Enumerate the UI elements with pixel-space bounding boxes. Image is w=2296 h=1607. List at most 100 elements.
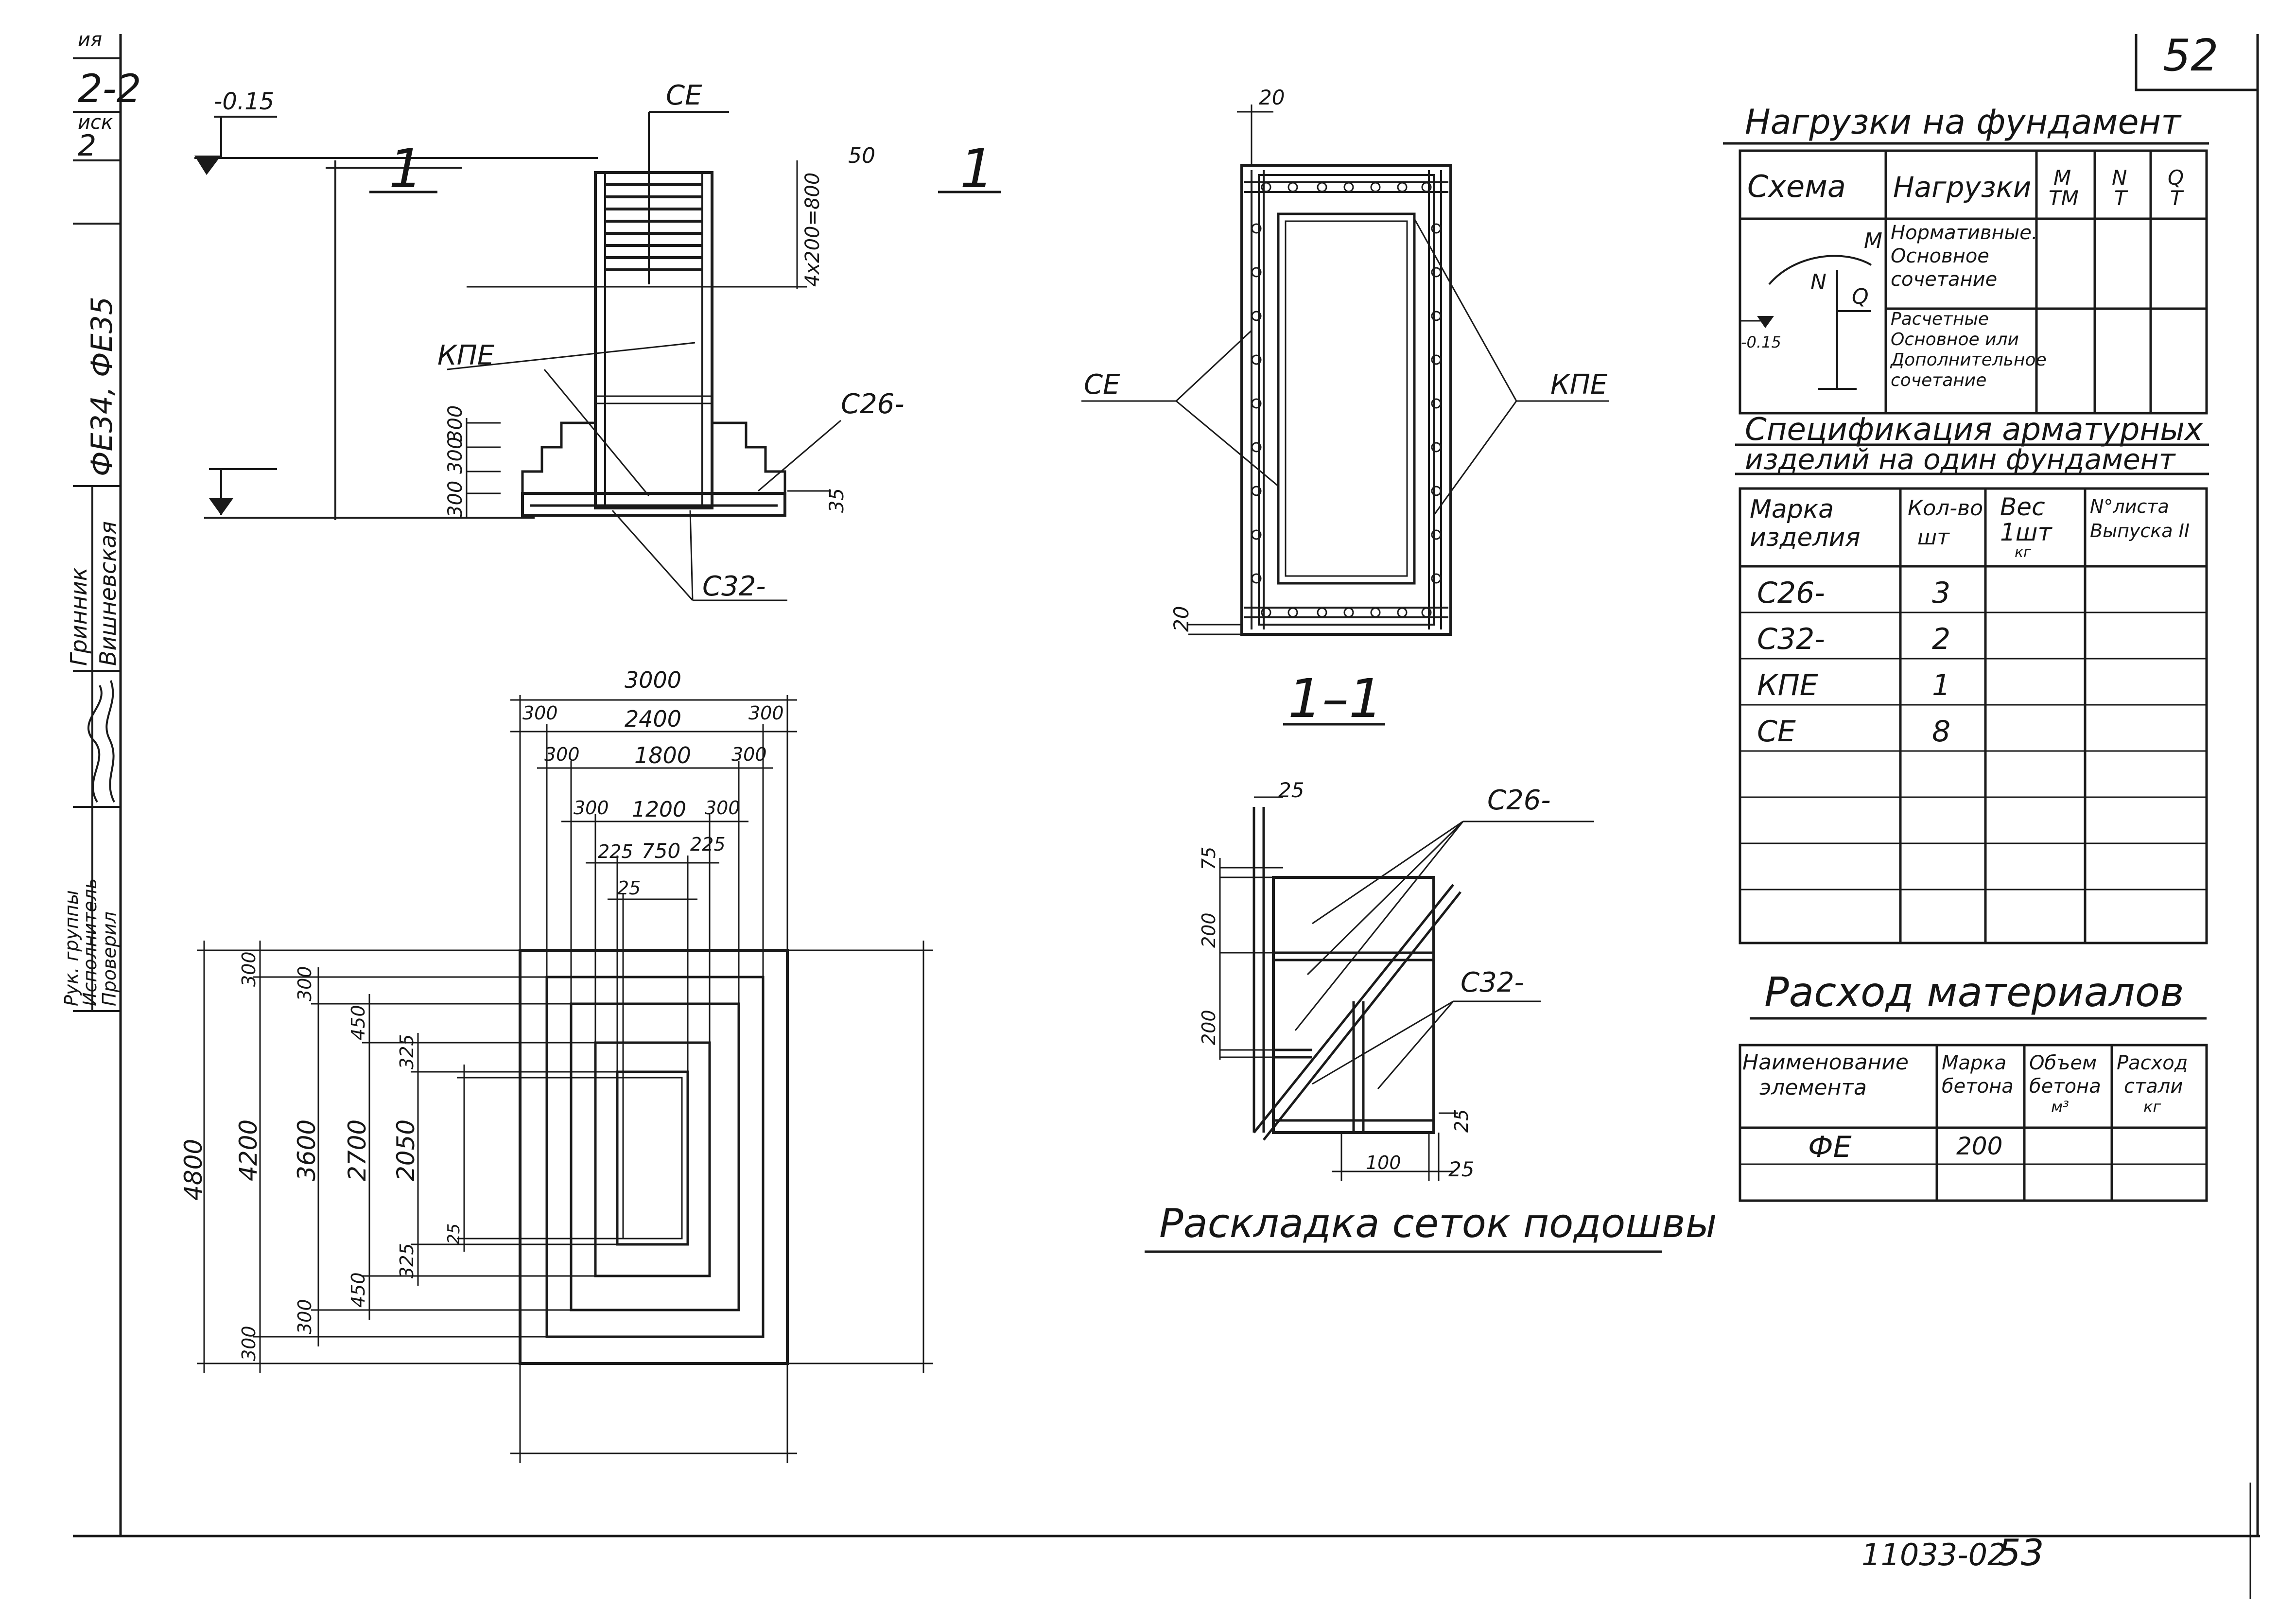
spec-header-weight: Вес 1шт кг — [2000, 493, 2060, 561]
scheme-label-level: -0.15 — [1741, 333, 1781, 351]
elevation-dim-4x200: 4х200=800 — [801, 173, 824, 287]
materials-header-grade: Марка бетона — [1942, 1052, 2014, 1098]
plan-dim-top-300f: 300 — [705, 797, 740, 819]
spec-row-4-mark: СЕ — [1757, 715, 1796, 749]
materials-row-1-grade: 200 — [1956, 1132, 2002, 1160]
mesh-dim-25-right: 25 — [1451, 1109, 1472, 1133]
loads-header-q: Q Т — [2168, 166, 2190, 210]
spec-header-weight-l1: Вес — [2000, 493, 2045, 521]
materials-header-grade-l1: Марка — [1942, 1052, 2006, 1074]
title-top-4: 2 — [78, 129, 96, 163]
plan-dim-4200: 4200 — [234, 1119, 262, 1181]
scheme-label-q: Q — [1852, 284, 1869, 309]
plan-dim-3600: 3600 — [293, 1119, 321, 1181]
loads-table: Нагрузки на фундамент Схема Нагрузки М Т… — [1723, 102, 2209, 415]
spec-header-mark-l1: Марка — [1750, 495, 1834, 524]
mesh-dim-200b: 200 — [1198, 1010, 1219, 1045]
plan-dim-450b: 450 — [348, 1272, 369, 1308]
spec-title-2: изделий на один фундамент — [1745, 443, 2176, 476]
spec-row-2-qty: 2 — [1932, 622, 1950, 656]
signature-1 — [87, 685, 103, 803]
plan-dim-top-300b: 300 — [748, 702, 784, 724]
spec-row-1-mark: С26- — [1757, 576, 1825, 610]
section-dim-top-20: 20 — [1259, 86, 1285, 109]
title-role-2: Исполнитель — [79, 878, 101, 1006]
materials-header-grade-l2: бетона — [1942, 1075, 2014, 1098]
spec-row-4-qty: 8 — [1932, 715, 1950, 749]
spec-header-qty-l1: Кол-во — [1908, 496, 1983, 521]
mesh-layout: 25 75 200 200 25 100 25 С26- С32- Раскла… — [1145, 778, 1717, 1253]
spec-header-weight-l2: 1шт — [2000, 518, 2053, 546]
title-name-1: Гринник — [66, 567, 92, 666]
loads-row-1-l3: сочетание — [1891, 268, 1997, 291]
plan-dim-left-300c: 300 — [294, 1299, 315, 1334]
plan-dim-left-300d: 300 — [238, 1326, 260, 1361]
plan-dim-2050: 2050 — [392, 1119, 420, 1181]
mesh-dim-100: 100 — [1366, 1152, 1401, 1173]
loads-row-2-l4: сочетание — [1891, 370, 1986, 390]
title-role-1: Рук. группы — [61, 890, 82, 1006]
plan-dim-1200: 1200 — [632, 797, 686, 822]
plan-dim-4800: 4800 — [179, 1139, 208, 1201]
scheme-label-n: N — [1810, 270, 1826, 295]
title-name-2: Вишневская — [95, 521, 121, 666]
loads-row-2: Расчетные Основное или Дополнительное со… — [1890, 309, 2052, 390]
loads-header-m-unit: ТМ — [2049, 186, 2079, 210]
materials-header-volume-l1: Объем — [2029, 1052, 2097, 1074]
title-top-1: ия — [78, 29, 102, 51]
title-top-2: 2-2 — [78, 66, 141, 111]
level-label: -0.15 — [214, 88, 274, 115]
loads-header-m-top: М — [2053, 166, 2071, 190]
loads-row-1: Нормативные. Основное сочетание — [1891, 222, 2044, 291]
sheet-frame — [73, 34, 2260, 1599]
mesh-dim-200a: 200 — [1198, 912, 1219, 948]
spec-row-3-qty: 1 — [1932, 668, 1950, 702]
level-marker-top — [194, 156, 221, 175]
sheet-number: 53 — [1998, 1531, 2044, 1574]
plan-dim-top-300c: 300 — [544, 744, 580, 765]
title-role-3: Проверил — [99, 911, 120, 1006]
plan-view: 3000 300 2400 300 300 1800 300 300 1200 … — [179, 667, 933, 1463]
mesh-label-c26: С26- — [1487, 785, 1551, 816]
mesh-label-c32: С32- — [1461, 967, 1524, 998]
mesh-dim-75: 75 — [1198, 847, 1219, 870]
plan-dim-2400: 2400 — [625, 706, 681, 732]
mesh-title: Раскладка сеток подошвы — [1159, 1201, 1717, 1247]
plan-dim-450a: 450 — [348, 1005, 369, 1040]
page-number-corner — [2135, 34, 2258, 91]
plan-dim-left-25: 25 — [444, 1223, 464, 1244]
plan-dim-225a: 225 — [598, 841, 633, 862]
materials-row-1-name: ФЕ — [1808, 1130, 1852, 1164]
spec-header-qty: Кол-во шт — [1908, 496, 1990, 550]
materials-title: Расход материалов — [1764, 968, 2184, 1016]
loads-header-n-top: N — [2112, 166, 2127, 190]
plan-dim-1800: 1800 — [634, 742, 691, 769]
materials-header-name-l2: элемента — [1759, 1075, 1867, 1100]
elevation-view: -0.15 1 1 СЕ — [194, 80, 1001, 602]
plan-dim-3000: 3000 — [625, 667, 681, 693]
section-mark-left: 1 — [389, 138, 423, 200]
materials-header-steel: Расход стали кг — [2117, 1052, 2194, 1116]
materials-header-name: Наименование элемента — [1742, 1050, 1915, 1100]
materials-header-volume: Объем бетона м³ — [2029, 1052, 2107, 1116]
loads-header-n: N Т — [2112, 166, 2134, 210]
loads-row-2-l2: Основное или — [1891, 330, 2019, 349]
scheme-label-m: M — [1864, 228, 1882, 253]
materials-header-steel-l2: стали — [2124, 1075, 2183, 1098]
page-number: 52 — [2163, 30, 2219, 81]
elevation-dim-300a: 300 — [444, 481, 467, 518]
loads-header-m: М ТМ — [2049, 166, 2079, 210]
plan-dim-top-300a: 300 — [522, 702, 558, 724]
section-dim-bottom-20: 20 — [1169, 606, 1193, 632]
plan-dim-top-300d: 300 — [731, 744, 767, 765]
spec-title-1: Спецификация арматурных — [1745, 412, 2204, 448]
load-scheme: M N Q -0.15 — [1740, 228, 1882, 390]
loads-header-q-top: Q — [2168, 166, 2184, 190]
spec-header-weight-l3: кг — [2015, 544, 2031, 561]
plan-dim-325a: 325 — [396, 1034, 417, 1069]
spec-header-mark: Марка изделия — [1750, 495, 1861, 552]
spec-header-qty-l2: шт — [1917, 525, 1950, 550]
elevation-dim-300b: 300 — [444, 437, 467, 474]
signature-2 — [105, 680, 115, 803]
